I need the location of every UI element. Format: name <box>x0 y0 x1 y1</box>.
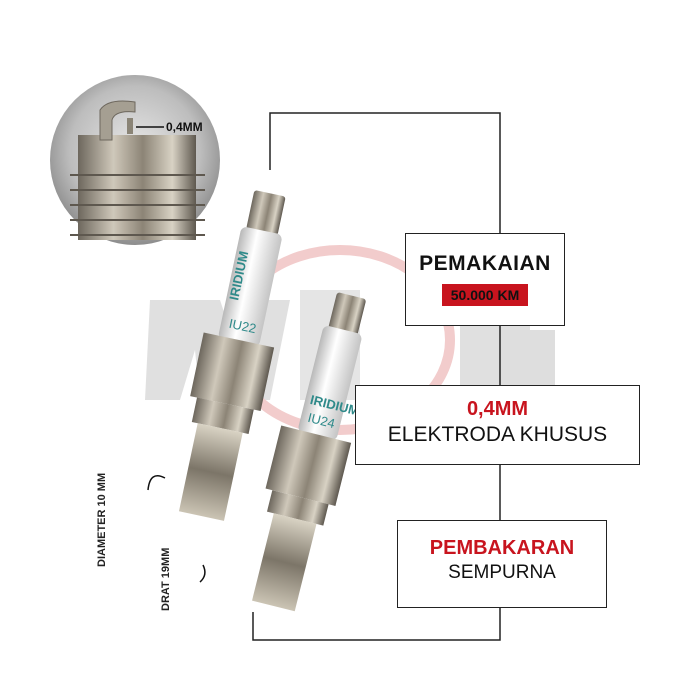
combustion-text: SEMPURNA <box>448 562 556 583</box>
electrode-callout: 0,4MM ELEKTRODA KHUSUS <box>355 385 640 465</box>
plug2-model: IU24 <box>306 410 336 431</box>
electrode-text: ELEKTRODA KHUSUS <box>387 423 608 446</box>
measurement-marks <box>147 475 206 583</box>
usage-callout: PEMAKAIAN 50.000 KM <box>405 233 565 326</box>
combustion-callout: PEMBAKARAN SEMPURNA <box>397 520 607 608</box>
electrode-value: 0,4MM <box>466 398 529 420</box>
plug1-model: IU22 <box>228 316 258 336</box>
gap-annotation: 0,4MM <box>166 120 203 134</box>
thread-annotation: DRAT 19MM <box>160 547 172 611</box>
diameter-annotation: DIAMETER 10 MM <box>96 472 108 567</box>
spark-plug-iu24: IRIDIUM IU24 <box>252 292 366 612</box>
callout-lines <box>252 112 501 641</box>
combustion-title: PEMBAKARAN <box>429 537 575 559</box>
spark-plug-iu22: IRIDIUM IU22 <box>178 190 286 521</box>
usage-badge: 50.000 KM <box>441 284 529 306</box>
magnified-electrode-view <box>50 75 220 245</box>
usage-title: PEMAKAIAN <box>419 252 551 275</box>
